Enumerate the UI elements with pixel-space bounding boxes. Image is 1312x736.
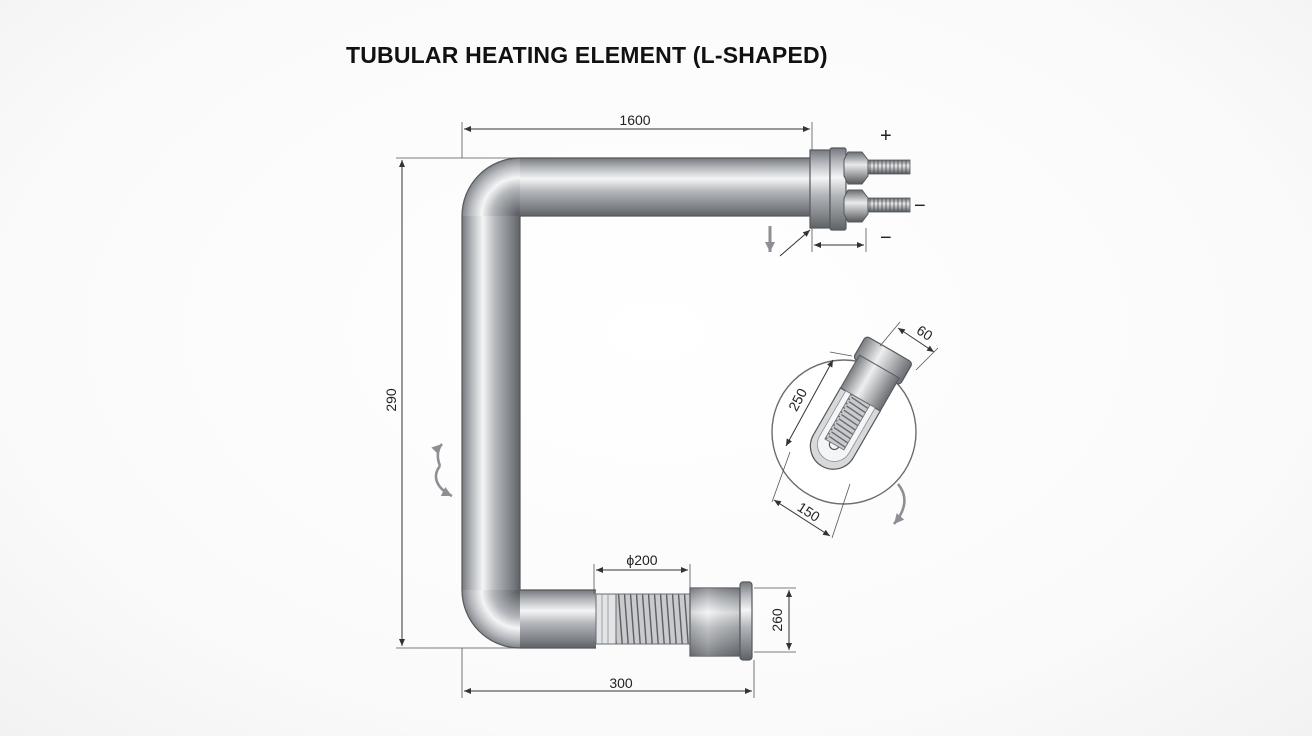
coil-icon <box>615 593 691 645</box>
detail-view: 60 250 150 <box>771 321 939 539</box>
nut-upper <box>843 151 869 185</box>
nut-lower <box>843 189 869 223</box>
bottom-tube-segment <box>520 590 596 648</box>
terminal-head <box>809 147 911 231</box>
dimension-end-fitting: 260 <box>754 587 796 653</box>
coil-section <box>595 593 691 645</box>
tubular-element <box>461 157 812 649</box>
dimension-height: 290 <box>383 157 520 649</box>
upper-bend <box>462 158 520 216</box>
rotation-arrow-icon <box>431 443 443 467</box>
dimension-end-fitting-label: 260 <box>769 608 785 632</box>
terminal-negative-label: − <box>914 195 926 217</box>
detail-base-label: 150 <box>795 499 823 525</box>
vertical-tube-segment <box>462 216 520 590</box>
dimension-bottom-length: 300 <box>461 648 755 698</box>
coil-icon <box>824 393 871 451</box>
dimension-diameter: ϕ200 <box>593 552 691 594</box>
end-fitting <box>689 581 753 661</box>
terminal-negative-lower-label: − <box>880 227 892 249</box>
terminal-stud-icon <box>865 159 911 175</box>
dimension-height-label: 290 <box>383 388 399 412</box>
detail-width-label: 60 <box>914 322 936 344</box>
dimension-bottom-label: 300 <box>609 675 633 691</box>
rotation-arrow-icon <box>893 483 906 525</box>
lower-bend <box>462 590 520 648</box>
dimension-top-length: 1600 <box>461 112 813 158</box>
dimension-diameter-label: ϕ200 <box>626 552 657 568</box>
terminal-positive-label: + <box>880 125 892 147</box>
top-tube-segment <box>520 158 812 216</box>
dimension-terminal <box>779 228 867 257</box>
terminal-stud-icon <box>865 197 911 213</box>
dimension-top-label: 1600 <box>619 112 650 128</box>
page-title: TUBULAR HEATING ELEMENT (L-SHAPED) <box>346 42 828 68</box>
tube-outline <box>461 157 812 649</box>
rotation-arrow-icon <box>434 465 453 498</box>
